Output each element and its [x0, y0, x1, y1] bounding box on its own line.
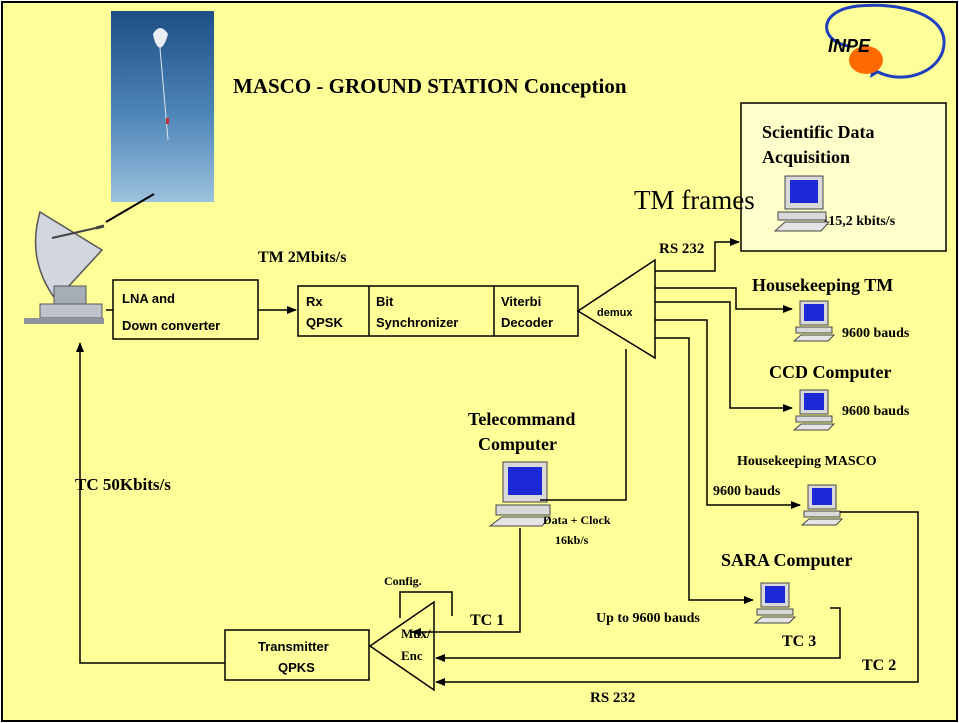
ccd-rate: 9600 bauds — [842, 404, 910, 419]
page-title: MASCO - GROUND STATION Conception — [233, 74, 627, 98]
housekeeping-masco-computer-icon — [800, 484, 844, 526]
scientific-rate: 115,2 kbits/s — [822, 214, 896, 229]
ccd-computer-icon — [792, 389, 836, 431]
housekeeping-tm-rate: 9600 bauds — [842, 326, 910, 341]
ccd-title: CCD Computer — [769, 362, 891, 382]
demux-label: demux — [597, 307, 633, 319]
housekeeping-masco-title: Housekeeping MASCO — [737, 454, 877, 469]
housekeeping-tm-title: Housekeeping TM — [752, 275, 893, 295]
rx-label-1: Rx — [306, 294, 323, 309]
sara-computer-icon — [753, 582, 797, 624]
scientific-title-1: Scientific Data — [762, 122, 874, 142]
telecommand-data-2: 16kb/s — [555, 533, 589, 547]
telecommand-title-2: Computer — [478, 434, 557, 454]
telecommand-data-1: Data + Clock — [543, 513, 611, 527]
mux-label-1: Mux/ — [401, 626, 431, 641]
tm-frames-label: TM frames — [634, 185, 755, 215]
demux-triangle — [576, 258, 656, 360]
bit-sync-label-2: Synchronizer — [376, 315, 458, 330]
telecommand-title-1: Telecommand — [468, 409, 575, 429]
housekeeping-tm-computer-icon — [792, 300, 836, 342]
transmitter-box — [224, 629, 370, 681]
mux-label-2: Enc — [401, 648, 423, 663]
dish-antenna-icon — [24, 210, 105, 324]
tc2-label: TC 2 — [862, 657, 896, 674]
config-label: Config. — [384, 574, 422, 588]
viterbi-label-1: Viterbi — [501, 294, 541, 309]
logo-text: INPE — [828, 36, 871, 56]
transmitter-label-2: QPKS — [278, 660, 315, 675]
lna-label-2: Down converter — [122, 318, 220, 333]
telecommand-computer-icon — [488, 461, 552, 527]
balloon-photo — [111, 11, 214, 202]
scientific-computer-icon — [773, 175, 831, 232]
rx-label-2: QPSK — [306, 315, 343, 330]
lna-label-1: LNA and — [122, 291, 175, 306]
mux-triangle — [368, 600, 435, 692]
rs232-bottom-label: RS 232 — [590, 690, 635, 706]
inpe-logo: INPE — [825, 3, 946, 79]
tc1-label: TC 1 — [470, 612, 504, 629]
sara-title: SARA Computer — [721, 550, 853, 570]
tc3-label: TC 3 — [782, 633, 816, 650]
tm-rate-label: TM 2Mbits/s — [258, 249, 346, 266]
housekeeping-masco-rate: 9600 bauds — [713, 484, 781, 499]
rs232-top-label: RS 232 — [659, 241, 704, 257]
photo-connector — [105, 193, 155, 223]
sara-rate: Up to 9600 bauds — [596, 611, 700, 626]
viterbi-label-2: Decoder — [501, 315, 553, 330]
transmitter-label-1: Transmitter — [258, 639, 329, 654]
bit-sync-label-1: Bit — [376, 294, 394, 309]
scientific-callout — [740, 102, 947, 252]
tc-rate-label: TC 50Kbits/s — [75, 475, 171, 494]
scientific-title-2: Acquisition — [762, 147, 850, 167]
